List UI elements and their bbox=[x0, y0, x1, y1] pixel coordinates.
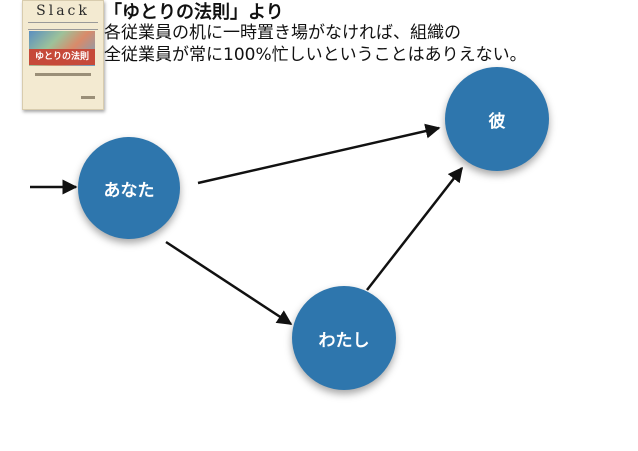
book-cover-title: Slack bbox=[36, 3, 90, 19]
book-cover-subtitle-rule bbox=[28, 22, 98, 30]
book-cover-publisher-mark bbox=[81, 96, 95, 99]
arrow-anata-to-watashi bbox=[165, 240, 293, 326]
node-kare-label: 彼 bbox=[488, 111, 506, 132]
arrow-watashi-to-kare bbox=[366, 166, 463, 291]
node-watashi: わたし bbox=[292, 286, 396, 390]
book-cover-image: Slack ゆとりの法則 bbox=[22, 0, 104, 110]
node-kare: 彼 bbox=[445, 67, 549, 171]
node-anata-label: あなた bbox=[103, 180, 155, 201]
quote-line-2: 全従業員が常に100%忙しいということはありえない。 bbox=[104, 45, 527, 65]
arrow-anata-to-kare bbox=[197, 123, 441, 185]
node-watashi-label: わたし bbox=[318, 330, 370, 351]
book-cover-band: ゆとりの法則 bbox=[29, 49, 95, 65]
book-cover-author-line bbox=[35, 73, 91, 76]
quote-line-1: 各従業員の机に一時置き場がなければ、組織の bbox=[104, 23, 461, 43]
quote-title: 「ゆとりの法則」より bbox=[104, 2, 284, 23]
node-anata: あなた bbox=[78, 137, 180, 239]
